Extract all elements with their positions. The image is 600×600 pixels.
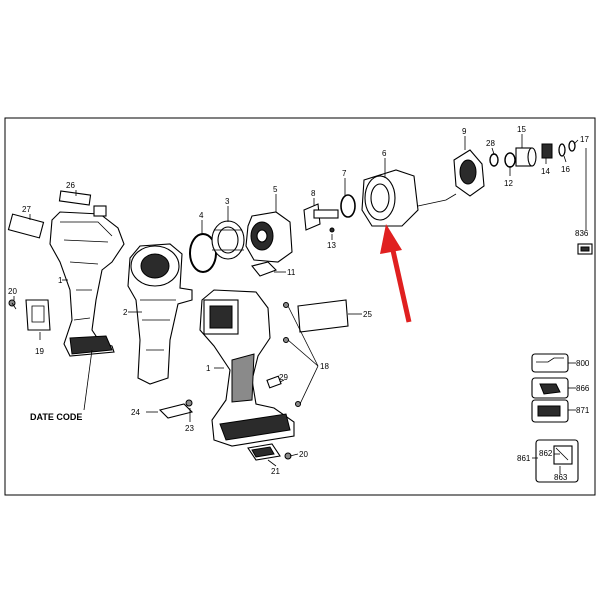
part-14-spring bbox=[541, 143, 553, 159]
callout-15: 15 bbox=[517, 125, 526, 134]
leader-lines bbox=[13, 134, 587, 474]
part-836-clip bbox=[577, 243, 593, 255]
screw-18-b bbox=[283, 337, 289, 343]
callout-28: 28 bbox=[486, 139, 495, 148]
part-8-spindle bbox=[303, 203, 339, 233]
callout-26: 26 bbox=[66, 181, 75, 190]
accessory-861-case bbox=[535, 439, 579, 483]
screw-18-a bbox=[283, 302, 289, 308]
callout-11: 11 bbox=[287, 268, 296, 277]
callout-862: 862 bbox=[539, 449, 553, 458]
part-17-ring bbox=[568, 140, 576, 152]
accessory-866-box bbox=[531, 377, 569, 399]
date-code-label: DATE CODE bbox=[30, 412, 82, 422]
screw-18-c bbox=[295, 401, 301, 407]
callout-labels: 26 27 1 2 4 3 5 8 7 6 9 28 12 15 14 16 1… bbox=[8, 125, 590, 482]
callout-25: 25 bbox=[363, 310, 372, 319]
red-arrow-icon bbox=[380, 224, 412, 323]
callout-18: 18 bbox=[320, 362, 329, 371]
part-5-planetary-gear bbox=[245, 211, 293, 263]
part-24-plate bbox=[158, 403, 194, 419]
part-20-screw-a bbox=[8, 299, 17, 310]
callout-1b: 1 bbox=[206, 364, 211, 373]
callout-9: 9 bbox=[462, 127, 467, 136]
callout-8: 8 bbox=[311, 189, 316, 198]
callout-5: 5 bbox=[273, 185, 278, 194]
callout-29: 29 bbox=[279, 373, 288, 382]
callout-861: 861 bbox=[517, 454, 531, 463]
part-12-ring bbox=[504, 152, 516, 168]
part-15-sleeve bbox=[515, 147, 537, 167]
part-2-motor-housing bbox=[127, 243, 193, 385]
part-21-belt-clip bbox=[247, 443, 281, 461]
housing-left-half bbox=[49, 205, 125, 357]
part-9-anvil-cover bbox=[453, 149, 485, 197]
callout-16: 16 bbox=[561, 165, 570, 174]
part-16-ring bbox=[558, 143, 566, 157]
part-29-pin bbox=[266, 375, 282, 389]
callout-20a: 20 bbox=[8, 287, 17, 296]
callout-836: 836 bbox=[575, 229, 589, 238]
diagram-frame bbox=[4, 117, 596, 496]
accessory-871-box bbox=[531, 399, 569, 423]
callout-27: 27 bbox=[22, 205, 31, 214]
callout-24: 24 bbox=[131, 408, 140, 417]
assembled-housing bbox=[199, 289, 295, 447]
callout-13: 13 bbox=[327, 241, 336, 250]
callout-19: 19 bbox=[35, 347, 44, 356]
callout-2: 2 bbox=[123, 308, 128, 317]
callout-871: 871 bbox=[576, 406, 590, 415]
part-19-clip bbox=[25, 299, 51, 331]
callout-4: 4 bbox=[199, 211, 204, 220]
part-25-label bbox=[297, 299, 349, 333]
callout-3: 3 bbox=[225, 197, 230, 206]
part-27-label bbox=[7, 213, 45, 239]
callout-21: 21 bbox=[271, 467, 280, 476]
part-7-washer bbox=[340, 194, 356, 218]
callout-6: 6 bbox=[382, 149, 387, 158]
part-3-gear-ring bbox=[211, 220, 245, 260]
part-6-nose-housing bbox=[361, 169, 457, 227]
part-23-screw bbox=[185, 399, 193, 407]
callout-800: 800 bbox=[576, 359, 590, 368]
callout-863: 863 bbox=[554, 473, 568, 482]
part-28-ring bbox=[489, 153, 499, 167]
callout-23: 23 bbox=[185, 424, 194, 433]
callout-1a: 1 bbox=[58, 276, 63, 285]
callout-12: 12 bbox=[504, 179, 513, 188]
part-11-switch bbox=[251, 261, 277, 277]
callout-17: 17 bbox=[580, 135, 589, 144]
part-26-label bbox=[58, 190, 92, 206]
callout-20b: 20 bbox=[299, 450, 308, 459]
accessory-800-box bbox=[531, 353, 569, 373]
callout-866: 866 bbox=[576, 384, 590, 393]
callout-7: 7 bbox=[342, 169, 347, 178]
callout-14: 14 bbox=[541, 167, 550, 176]
